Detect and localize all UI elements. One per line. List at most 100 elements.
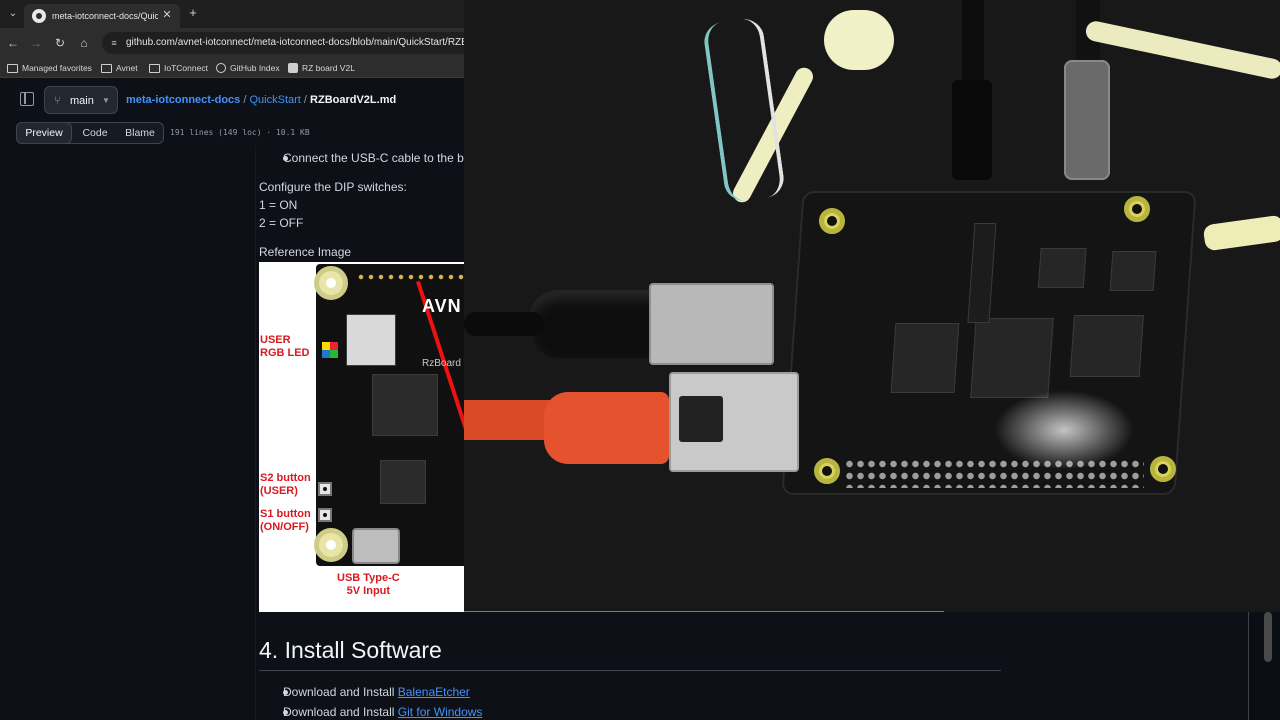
github-favicon-icon	[32, 9, 46, 23]
address-bar[interactable]: ≡ github.com/avnet-iotconnect/meta-iotco…	[102, 32, 479, 54]
board-chip	[1109, 251, 1157, 291]
folder-icon	[149, 63, 160, 73]
section-heading-install-software: 4. Install Software	[259, 637, 442, 663]
globe-icon	[216, 63, 226, 73]
tab-blame[interactable]: Blame	[125, 127, 155, 139]
board-connector	[967, 223, 997, 323]
view-mode-segmented-control: Preview Code Blame	[16, 122, 164, 144]
bullet-dot	[283, 156, 288, 161]
hdmi-cable	[962, 0, 984, 90]
tab-close-icon[interactable]: ✕	[162, 9, 172, 21]
pmic-chip	[380, 460, 426, 504]
bullet-dot	[283, 690, 288, 695]
branch-selector-button[interactable]: ⑂ main ▼	[44, 86, 118, 114]
folder-icon	[101, 63, 112, 73]
bookmark-github-index[interactable]: GitHub Index	[216, 61, 280, 75]
bookmark-label: Avnet	[116, 63, 138, 73]
caret-down-icon: ▼	[102, 96, 110, 105]
bookmark-label: RZ board V2L	[302, 63, 355, 73]
dip-intro: Configure the DIP switches:	[259, 180, 407, 194]
mount-hole	[314, 528, 348, 562]
back-arrow-icon[interactable]: ←	[7, 36, 19, 50]
webcam-overlay	[464, 0, 1280, 612]
bullet-dot	[283, 710, 288, 715]
bookmark-label: IoTConnect	[164, 63, 208, 73]
rgb-led-icon	[322, 342, 338, 358]
list-item-text: Download and Install	[283, 705, 398, 719]
list-item-usbc: Connect the USB-C cable to the bo	[283, 150, 470, 166]
wifi-module	[346, 314, 396, 366]
breadcrumb: meta-iotconnect-docs / QuickStart / RZBo…	[126, 92, 396, 108]
label-usb-type-c: USB Type-C 5V Input	[337, 572, 400, 597]
list-item-text: Connect the USB-C cable to the bo	[283, 151, 471, 165]
board-chip	[970, 318, 1054, 398]
git-for-windows-link[interactable]: Git for Windows	[397, 705, 483, 719]
breadcrumb-folder-link[interactable]: QuickStart	[249, 94, 301, 106]
board-chip	[1069, 315, 1144, 377]
file-header: ⑂ main ▼ meta-iotconnect-docs / QuickSta…	[0, 79, 464, 121]
bookmark-rz-board[interactable]: RZ board V2L	[288, 61, 355, 75]
label-user-rgb-led: USER RGB LED	[260, 334, 310, 359]
bookmark-label: Managed favorites	[22, 63, 92, 73]
home-icon[interactable]: ⌂	[80, 36, 88, 50]
reference-board-image[interactable]: AVN RzBoard USER RGB LED S2 button (USER…	[259, 262, 465, 612]
list-item-git-for-windows: Download and Install Git for Windows	[283, 704, 482, 720]
bookmark-iotconnect[interactable]: IoTConnect	[149, 61, 208, 75]
forward-arrow-icon[interactable]: →	[30, 36, 42, 50]
sidebar-toggle-icon[interactable]	[20, 92, 34, 106]
git-branch-icon: ⑂	[54, 95, 61, 107]
list-item-balenaetcher: Download and Install BalenaEtcher	[283, 684, 470, 700]
s2-button-graphic	[318, 482, 332, 496]
usb-c-port-graphic	[352, 528, 400, 564]
browser-tab-strip: ⌄ meta-iotconnect-docs/QuickSt ✕ +	[0, 0, 464, 28]
url-text: github.com/avnet-iotconnect/meta-iotconn…	[126, 37, 479, 48]
file-view-toolbar: Preview Code Blame 191 lines (149 loc) ·…	[16, 122, 464, 146]
bookmarks-bar: Managed favorites Avnet IoTConnect GitHu…	[0, 58, 464, 78]
label-s1-button: S1 button (ON/OFF)	[260, 508, 311, 533]
sidebar-divider	[255, 146, 256, 720]
breadcrumb-repo-link[interactable]: meta-iotconnect-docs	[126, 94, 241, 106]
probe-wire	[1084, 19, 1280, 81]
browser-tab-active[interactable]: meta-iotconnect-docs/QuickSt ✕	[24, 4, 180, 28]
breadcrumb-separator: /	[303, 94, 307, 106]
hdmi-plug	[952, 80, 992, 180]
jumper-wires	[701, 16, 787, 204]
label-s2-button: S2 button (USER)	[260, 472, 311, 497]
new-tab-plus-icon[interactable]: +	[189, 5, 197, 20]
bookmark-managed-favorites[interactable]: Managed favorites	[7, 61, 92, 75]
board-mount-hole	[1124, 196, 1150, 222]
dip-setting-2: 2 = OFF	[259, 216, 304, 230]
ethernet-cable	[464, 400, 554, 440]
soc-chip	[372, 374, 438, 436]
balenaetcher-link[interactable]: BalenaEtcher	[397, 685, 470, 699]
ethernet-plug	[544, 392, 669, 464]
board-chip	[890, 323, 960, 393]
avnet-logo-text: AVN	[422, 296, 462, 316]
board-mount-hole	[819, 208, 845, 234]
tab-code[interactable]: Code	[82, 127, 108, 139]
ethernet-port	[669, 372, 799, 472]
branch-name: main	[70, 95, 94, 107]
scrollbar-thumb[interactable]	[1264, 612, 1272, 662]
tab-title: meta-iotconnect-docs/QuickSt	[52, 11, 158, 21]
site-info-icon[interactable]: ≡	[111, 38, 117, 48]
board-mount-hole	[1150, 456, 1176, 482]
folder-icon	[7, 63, 18, 73]
github-favicon-icon	[288, 63, 298, 73]
light-glare	[994, 390, 1134, 470]
breadcrumb-current-file: RZBoardV2L.md	[310, 94, 397, 106]
tab-preview[interactable]: Preview	[16, 122, 72, 144]
tab-search-chevron-icon[interactable]: ⌄	[8, 8, 18, 19]
markdown-body: Connect the USB-C cable to the bo Config…	[258, 146, 1258, 720]
usb-cable	[464, 312, 544, 336]
breadcrumb-separator: /	[243, 94, 247, 106]
bookmark-avnet[interactable]: Avnet	[101, 61, 138, 75]
pcb-illustration: AVN RzBoard	[314, 264, 465, 566]
overlay-edge	[464, 611, 944, 612]
reload-icon[interactable]: ↻	[54, 36, 66, 50]
probe-tip	[1202, 214, 1280, 252]
file-stats: 191 lines (149 loc) · 10.1 KB	[170, 128, 310, 137]
mount-hole	[314, 266, 348, 300]
board-chip	[1037, 248, 1087, 288]
